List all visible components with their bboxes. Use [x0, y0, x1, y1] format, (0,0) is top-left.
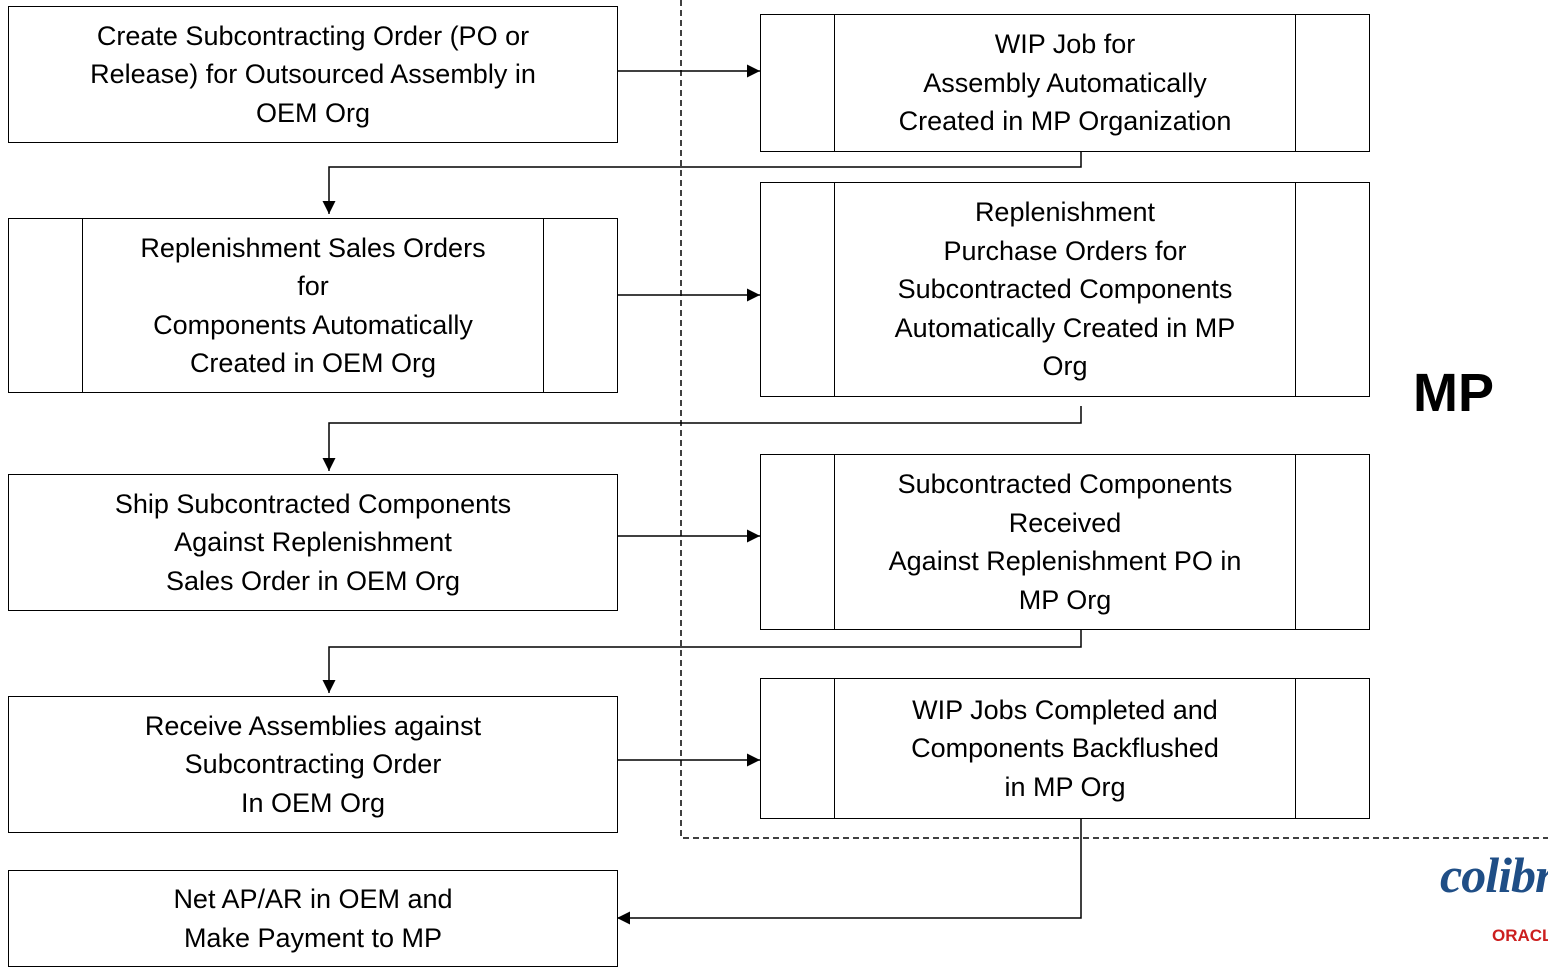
step-label: Receive Assemblies against Subcontractin… — [144, 710, 482, 818]
step-replenishment-purchase-orders: Replenishment Purchase Orders for Subcon… — [760, 182, 1370, 397]
subprocess-divider-right — [1295, 679, 1296, 818]
subprocess-divider-right — [1295, 15, 1296, 151]
step-wip-job-created: WIP Job for Assembly Automatically Creat… — [760, 14, 1370, 152]
step-label: Replenishment Sales Orders for Component… — [140, 232, 486, 379]
step-net-ap-ar: Net AP/AR in OEM and Make Payment to MP — [8, 870, 618, 967]
step-wip-jobs-completed: WIP Jobs Completed and Components Backfl… — [760, 678, 1370, 819]
step-label: WIP Jobs Completed and Components Backfl… — [911, 694, 1219, 802]
subprocess-divider-right — [1295, 455, 1296, 629]
step-label: Ship Subcontracted Components Against Re… — [114, 488, 512, 596]
logo-subtext: ORACLE — [1492, 926, 1548, 945]
arrow-step2-to-step3 — [322, 152, 1082, 214]
step-components-received: Subcontracted Components Received Agains… — [760, 454, 1370, 630]
step-label: Net AP/AR in OEM and Make Payment to MP — [173, 884, 453, 953]
step-label: WIP Job for Assembly Automatically Creat… — [898, 29, 1232, 137]
mp-side-label: MP — [1413, 363, 1494, 423]
step-receive-assemblies: Receive Assemblies against Subcontractin… — [8, 696, 618, 833]
subprocess-divider-left — [834, 15, 835, 151]
arrow-step6-to-step7 — [322, 630, 1082, 693]
subprocess-divider-left — [82, 219, 83, 392]
logo-wordmark: colibri — [1440, 847, 1548, 903]
subprocess-divider-right — [543, 219, 544, 392]
colibri-oracle-logo: colibri ORACLE — [1440, 846, 1548, 967]
step-replenishment-sales-orders: Replenishment Sales Orders for Component… — [8, 218, 618, 393]
subprocess-divider-left — [834, 183, 835, 396]
step-ship-subcontracted-components: Ship Subcontracted Components Against Re… — [8, 474, 618, 611]
arrow-step4-to-step5 — [322, 406, 1082, 471]
arrow-step8-to-step9 — [617, 819, 1082, 925]
step-create-subcontracting-order: Create Subcontracting Order (PO or Relea… — [8, 6, 618, 143]
step-label: Create Subcontracting Order (PO or Relea… — [90, 20, 536, 128]
subprocess-divider-left — [834, 679, 835, 818]
step-label: Replenishment Purchase Orders for Subcon… — [894, 197, 1236, 382]
subprocess-divider-left — [834, 455, 835, 629]
step-label: Subcontracted Components Received Agains… — [888, 469, 1242, 615]
mp-org-boundary — [680, 0, 1548, 839]
subprocess-divider-right — [1295, 183, 1296, 396]
